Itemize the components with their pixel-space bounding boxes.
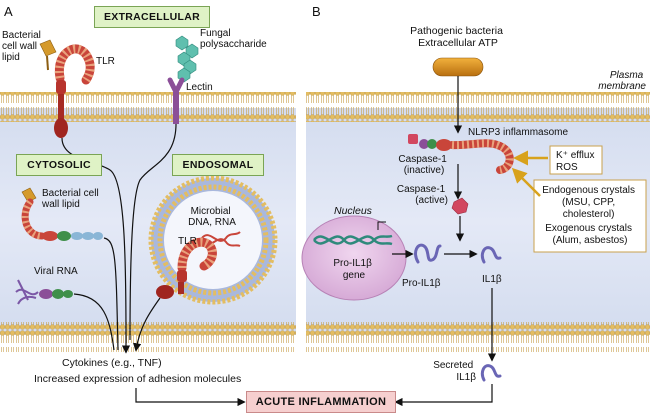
bacterial-lipid-cyto-label: Bacterial cell wall lipid <box>41 188 101 210</box>
microbial-dna-rna-label: Microbial DNA, RNA <box>188 206 236 228</box>
arrow-b-to-acute <box>394 384 493 407</box>
viral-rna-label: Viral RNA <box>34 266 78 277</box>
k-efflux-box <box>549 145 603 175</box>
active-caspase-icon <box>451 197 469 215</box>
arrow-crystals <box>511 167 541 197</box>
bacterial-lipid-cytosol <box>21 187 103 241</box>
cytosolic-label: CYTOSOLIC <box>16 154 102 176</box>
pathogen-pill-icon <box>432 57 484 77</box>
nucleus-label: Nucleus <box>334 205 373 217</box>
viral-rna-sensor <box>15 279 73 305</box>
fungal-polysaccharide-chain <box>175 35 199 83</box>
crystals-label: Endogenous crystals (MSU, CPP, cholester… <box>542 185 638 246</box>
caspase-inactive-label: Caspase-1 (inactive) <box>398 154 449 176</box>
pro-il1b-gene-label: Pro-IL1β gene <box>333 258 374 281</box>
panel-letter-b: B <box>312 4 321 19</box>
secreted-il1b-label: Secreted IL1β <box>433 360 476 383</box>
plasma-membrane-bottom-a <box>0 322 296 352</box>
bacterial-lipid-top-label: Bacterial cell wall lipid <box>2 30 44 63</box>
arrow-cytosolic-lipid <box>103 237 119 351</box>
endosomal-label: ENDOSOMAL <box>172 154 264 176</box>
lectin-label: Lectin <box>186 82 213 93</box>
arrow-a-to-acute <box>135 388 246 407</box>
plasma-membrane-label: Plasma membrane <box>598 70 646 92</box>
plasma-membrane-bottom-b <box>306 322 650 352</box>
pro-il1b-icon <box>414 243 442 264</box>
panel-letter-a: A <box>4 4 13 19</box>
pro-il1b-label: Pro-IL1β <box>402 278 441 289</box>
bacterial-lipid-top <box>39 39 57 71</box>
tlr-receptor-top <box>54 44 95 138</box>
arrow-viral-rna <box>73 293 115 351</box>
tlr-endo-label: TLR <box>178 236 197 247</box>
signal-line-lectin <box>129 123 177 341</box>
secreted-il1b-icon <box>480 364 502 382</box>
panel-b: B Pathogenic bacteria Extracellular ATP … <box>301 4 650 407</box>
plasma-membrane-top-a <box>0 92 296 122</box>
fungal-polysaccharide-label: Fungal polysaccharide <box>200 28 267 50</box>
nlrp3-inflammasome <box>408 134 514 174</box>
k-efflux-label: K⁺ efflux ROS <box>556 150 597 173</box>
panel-a: A Bacterial cell wall lipid TLR <box>0 4 296 407</box>
endosome <box>148 175 278 305</box>
cytokines-label: Cytokines (e.g., TNF) <box>62 357 162 369</box>
adhesion-label: Increased expression of adhesion molecul… <box>34 373 241 385</box>
il1b-icon <box>480 246 502 264</box>
extracellular-label: EXTRACELLULAR <box>94 6 210 28</box>
dna-helix-icon <box>313 221 393 246</box>
caspase-active-label: Caspase-1 (active) <box>397 184 448 206</box>
il1b-label: IL1β <box>482 274 502 285</box>
pathogenic-label: Pathogenic bacteria Extracellular ATP <box>410 25 506 49</box>
arrow-endosomal <box>132 297 161 352</box>
nlrp3-label: NLRP3 inflammasome <box>468 127 568 138</box>
crystals-box <box>533 179 647 253</box>
tlr-top-label: TLR <box>96 56 115 67</box>
tlr-receptor-endosomal <box>156 237 217 299</box>
plasma-membrane-top-b <box>306 92 650 122</box>
lectin-receptor <box>167 77 185 124</box>
acute-inflammation-box: ACUTE INFLAMMATION <box>246 391 396 413</box>
